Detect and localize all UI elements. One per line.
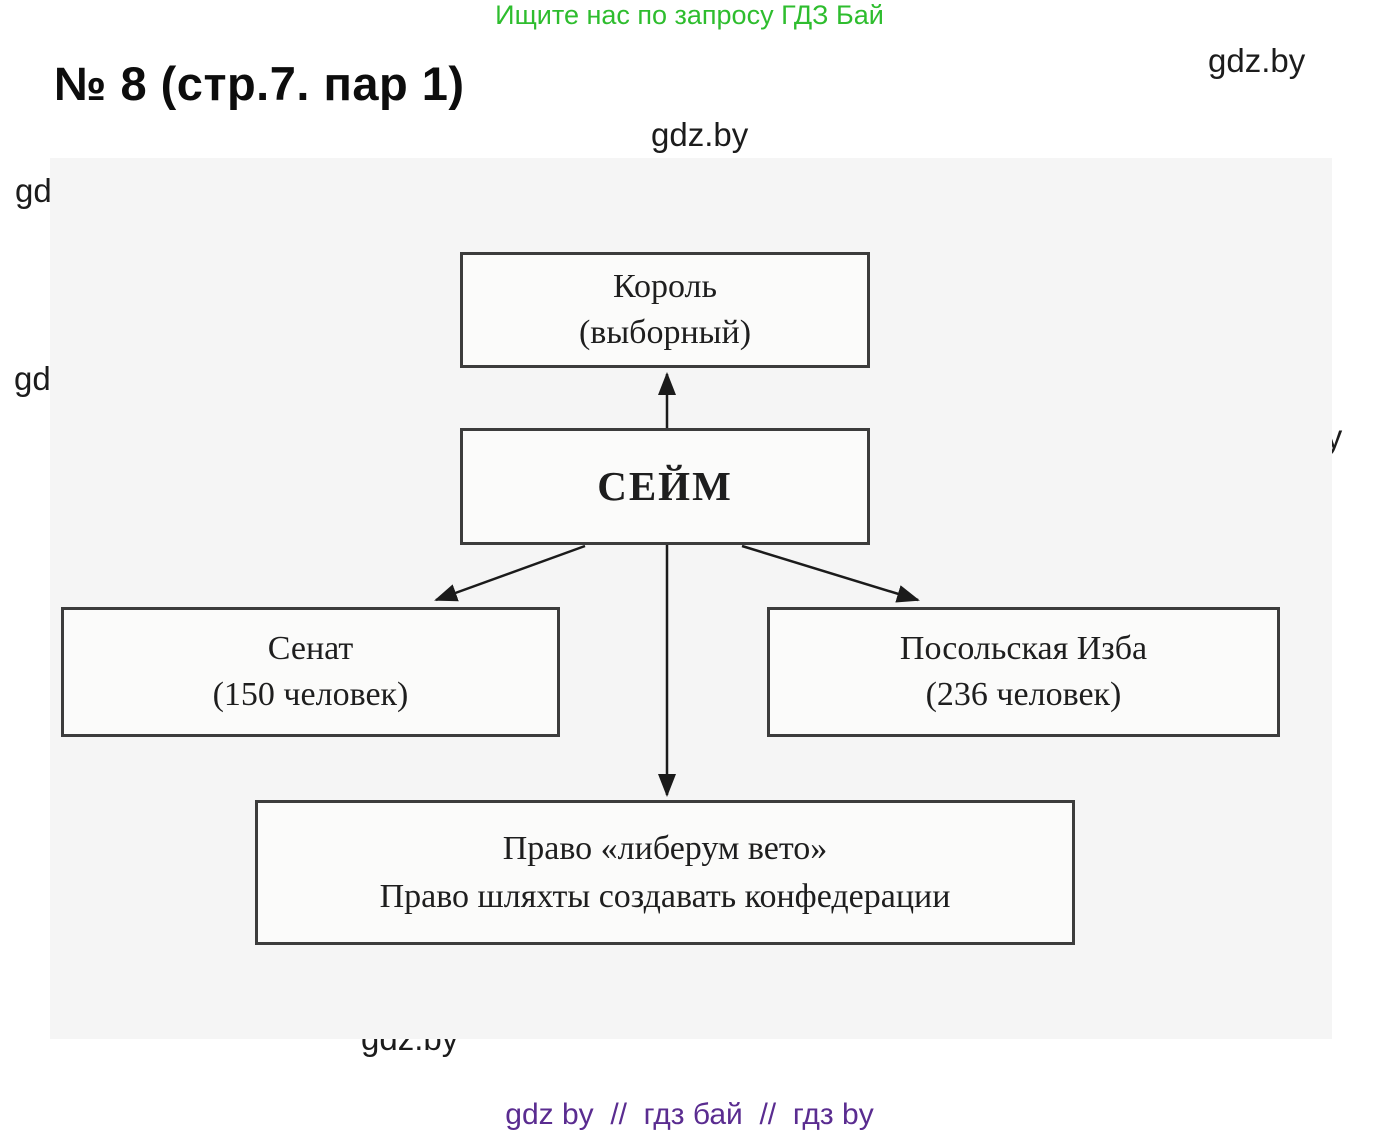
footer-watermark: gdz by // гдз бай // гдз by: [505, 1098, 874, 1131]
node-king-line1: Король: [612, 268, 717, 306]
node-rights-line2: Право шляхты создавать конфедерации: [379, 877, 951, 915]
node-sejm-label: СЕЙМ: [597, 462, 733, 509]
node-chamber: Посольская Изба (236 человек): [767, 607, 1280, 737]
node-senate-line2: (150 человек): [212, 676, 409, 713]
node-senate: Сенат (150 человек): [61, 607, 560, 737]
watermark-center-top: gdz.by: [651, 116, 749, 153]
node-rights: Право «либерум вето» Право шляхты создав…: [255, 800, 1075, 945]
node-king-line2: (выборный): [578, 314, 752, 351]
node-chamber-line2: (236 человек): [925, 676, 1122, 713]
watermark-top-right: gdz.by: [1208, 42, 1306, 79]
node-rights-line1: Право «либерум вето»: [502, 829, 828, 867]
node-sejm: СЕЙМ: [460, 428, 870, 545]
node-king: Король (выборный): [460, 252, 870, 368]
node-chamber-line1: Посольская Изба: [899, 630, 1148, 668]
node-senate-line1: Сенат: [267, 630, 354, 668]
promo-banner: Ищите нас по запросу ГДЗ Бай: [495, 0, 884, 30]
page-title: № 8 (стр.7. пар 1): [54, 57, 465, 110]
